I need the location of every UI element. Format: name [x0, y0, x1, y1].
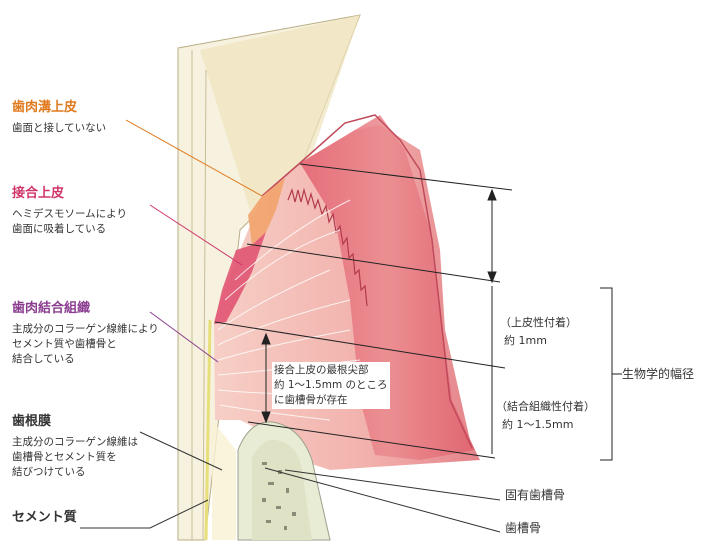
- periodontal-ligament-desc-1: 主成分のコラーゲン線維は: [12, 435, 138, 450]
- junctional-epithelium-desc-1: ヘミデスモソームにより: [12, 207, 127, 222]
- gingival-sulcus-epithelium-desc: 歯面と接していない: [12, 121, 106, 136]
- epithelial-attachment-value: 約 1mm: [504, 332, 547, 349]
- connective-attachment-value: 約 1〜1.5mm: [502, 416, 573, 433]
- proper-alveolar-bone-label: 固有歯槽骨: [505, 487, 565, 504]
- periodontal-ligament-desc-3: 結びつけている: [12, 465, 86, 480]
- gingival-connective-tissue-title: 歯肉結合組織: [12, 297, 90, 316]
- bone-distance-note-line-2: 約 1〜1.5mm のところ: [274, 378, 388, 393]
- epithelial-attachment-name: （上皮性付着）: [500, 314, 577, 331]
- alveolar-bone-label: 歯槽骨: [505, 520, 541, 537]
- gingival-connective-tissue-desc-1: 主成分のコラーゲン線維により: [12, 322, 159, 337]
- junctional-epithelium-title: 接合上皮: [12, 182, 64, 201]
- bone-distance-note-line-3: に歯槽骨が存在: [274, 393, 388, 408]
- gingival-sulcus-epithelium-title: 歯肉溝上皮: [12, 96, 77, 115]
- biologic-width-label: 生物学的幅径: [622, 366, 694, 383]
- periodontal-ligament-desc-2: 歯槽骨とセメント質を: [12, 450, 117, 465]
- bone-distance-note: 接合上皮の最根尖部 約 1〜1.5mm のところ に歯槽骨が存在: [272, 362, 390, 409]
- periodontal-ligament-title: 歯根膜: [12, 410, 51, 429]
- bone-distance-note-line-1: 接合上皮の最根尖部: [274, 363, 388, 378]
- junctional-epithelium-desc-2: 歯面に吸着している: [12, 222, 106, 237]
- gingival-connective-tissue-desc-3: 結合している: [12, 352, 75, 367]
- pdl-space: [212, 420, 236, 540]
- connective-attachment-name: （結合組織性付着）: [496, 398, 595, 415]
- cementum-title: セメント質: [12, 506, 77, 525]
- gingival-connective-tissue-desc-2: セメント質や歯槽骨と: [12, 337, 117, 352]
